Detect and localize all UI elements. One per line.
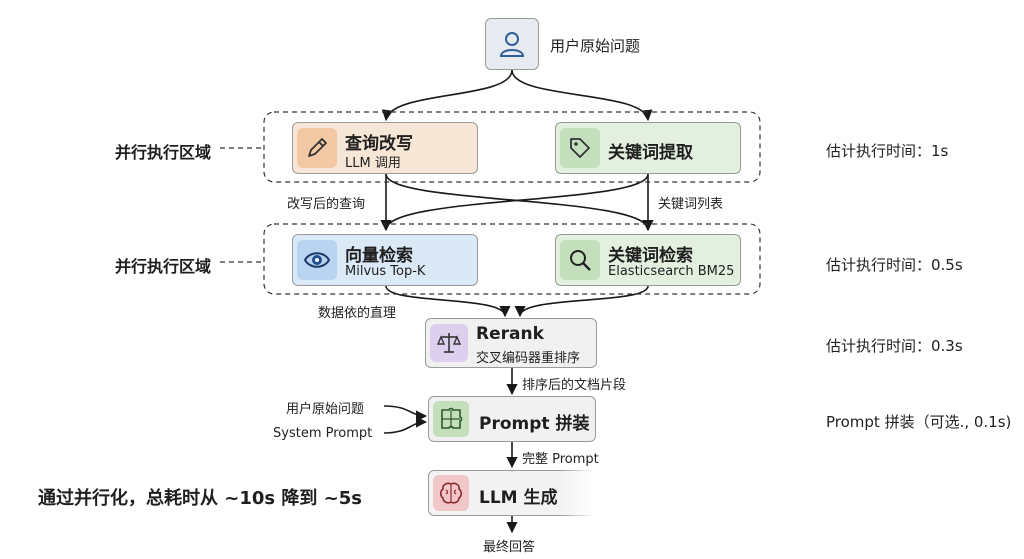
user-question-input-label: 用户原始问题 <box>286 402 365 417</box>
fade-overlay <box>560 470 610 516</box>
tag-icon-box <box>560 128 600 168</box>
pencil-icon-box <box>297 128 337 168</box>
puzzle-icon <box>441 407 463 429</box>
rerank-sub: 交叉编码器重排序 <box>476 351 581 366</box>
eye-icon <box>303 252 331 268</box>
keyword-search-sub: Elasticsearch BM25 <box>608 264 735 279</box>
llm-generation-title: LLM 生成 <box>479 488 558 508</box>
user-question-label: 用户原始问题 <box>550 37 641 55</box>
rerank-title: Rerank <box>476 324 544 344</box>
edge-user-question-to-prompt <box>383 405 428 422</box>
vector-search-sub: Milvus Top-K <box>345 264 426 279</box>
parallel-region-1 <box>263 111 761 183</box>
timing-4: Prompt 拼装（可选., 0.1s) <box>826 413 1012 431</box>
search-icon-box <box>560 240 600 280</box>
edge-keyword-search-to-rerank <box>514 285 649 318</box>
query-rewrite-node[interactable]: 查询改写 LLM 调用 <box>292 122 478 174</box>
keyword-extract-title: 关键词提取 <box>608 143 693 163</box>
prompt-assembly-title: Prompt 拼装 <box>479 414 590 434</box>
scale-icon <box>436 333 462 353</box>
pencil-icon <box>308 138 327 157</box>
search-icon <box>570 250 591 271</box>
vector-search-title: 向量检索 <box>345 246 413 266</box>
eye-icon-box <box>297 240 337 280</box>
timing-2: 估计执行时间：0.5s <box>826 256 963 274</box>
keyword-extract-node[interactable]: 关键词提取 <box>555 122 741 174</box>
scale-icon-box <box>430 324 468 362</box>
parallel-region-label-1: 并行执行区域 <box>115 143 212 162</box>
tag-icon <box>570 138 590 158</box>
keyword-search-title: 关键词检索 <box>608 246 693 266</box>
puzzle-icon-box <box>433 401 469 437</box>
timing-3: 估计执行时间：0.3s <box>826 337 963 355</box>
system-prompt-input-label: System Prompt <box>273 426 373 441</box>
user-question-node[interactable] <box>485 18 539 70</box>
keyword-list-label: 关键词列表 <box>658 197 724 212</box>
full-prompt-label: 完整 Prompt <box>522 452 599 467</box>
timing-1: 估计执行时间：1s <box>826 142 949 160</box>
keyword-search-node[interactable]: 关键词检索 Elasticsearch BM25 <box>555 234 741 286</box>
user-icon <box>499 32 525 57</box>
brain-icon <box>439 482 463 504</box>
query-rewrite-title: 查询改写 <box>345 134 413 154</box>
edge-vector-to-rerank <box>385 285 511 318</box>
brain-icon-box <box>433 475 469 511</box>
sorted-docs-label: 排序后的文档片段 <box>522 378 627 393</box>
rewritten-query-label: 改写后的查询 <box>287 197 366 212</box>
vector-search-node[interactable]: 向量检索 Milvus Top-K <box>292 234 478 286</box>
parallel-region-label-2: 并行执行区域 <box>115 257 212 276</box>
edge-system-prompt-to-prompt <box>383 416 428 434</box>
data-dependency-label: 数据依的直理 <box>318 306 397 321</box>
edge-rewrite-to-keyword-search <box>385 173 654 232</box>
edge-user-to-rewrite <box>381 69 513 122</box>
summary-note: 通过并行化，总耗时从 ~10s 降到 ~5s <box>38 488 362 509</box>
final-answer-label: 最终回答 <box>483 540 536 555</box>
prompt-assembly-node[interactable]: Prompt 拼装 <box>428 396 596 442</box>
rerank-node[interactable]: Rerank 交叉编码器重排序 <box>425 318 597 368</box>
query-rewrite-sub: LLM 调用 <box>345 156 401 171</box>
parallel-region-2 <box>263 223 761 295</box>
edge-user-to-keyword-extract <box>511 69 653 122</box>
edge-extract-to-vector <box>380 173 649 232</box>
